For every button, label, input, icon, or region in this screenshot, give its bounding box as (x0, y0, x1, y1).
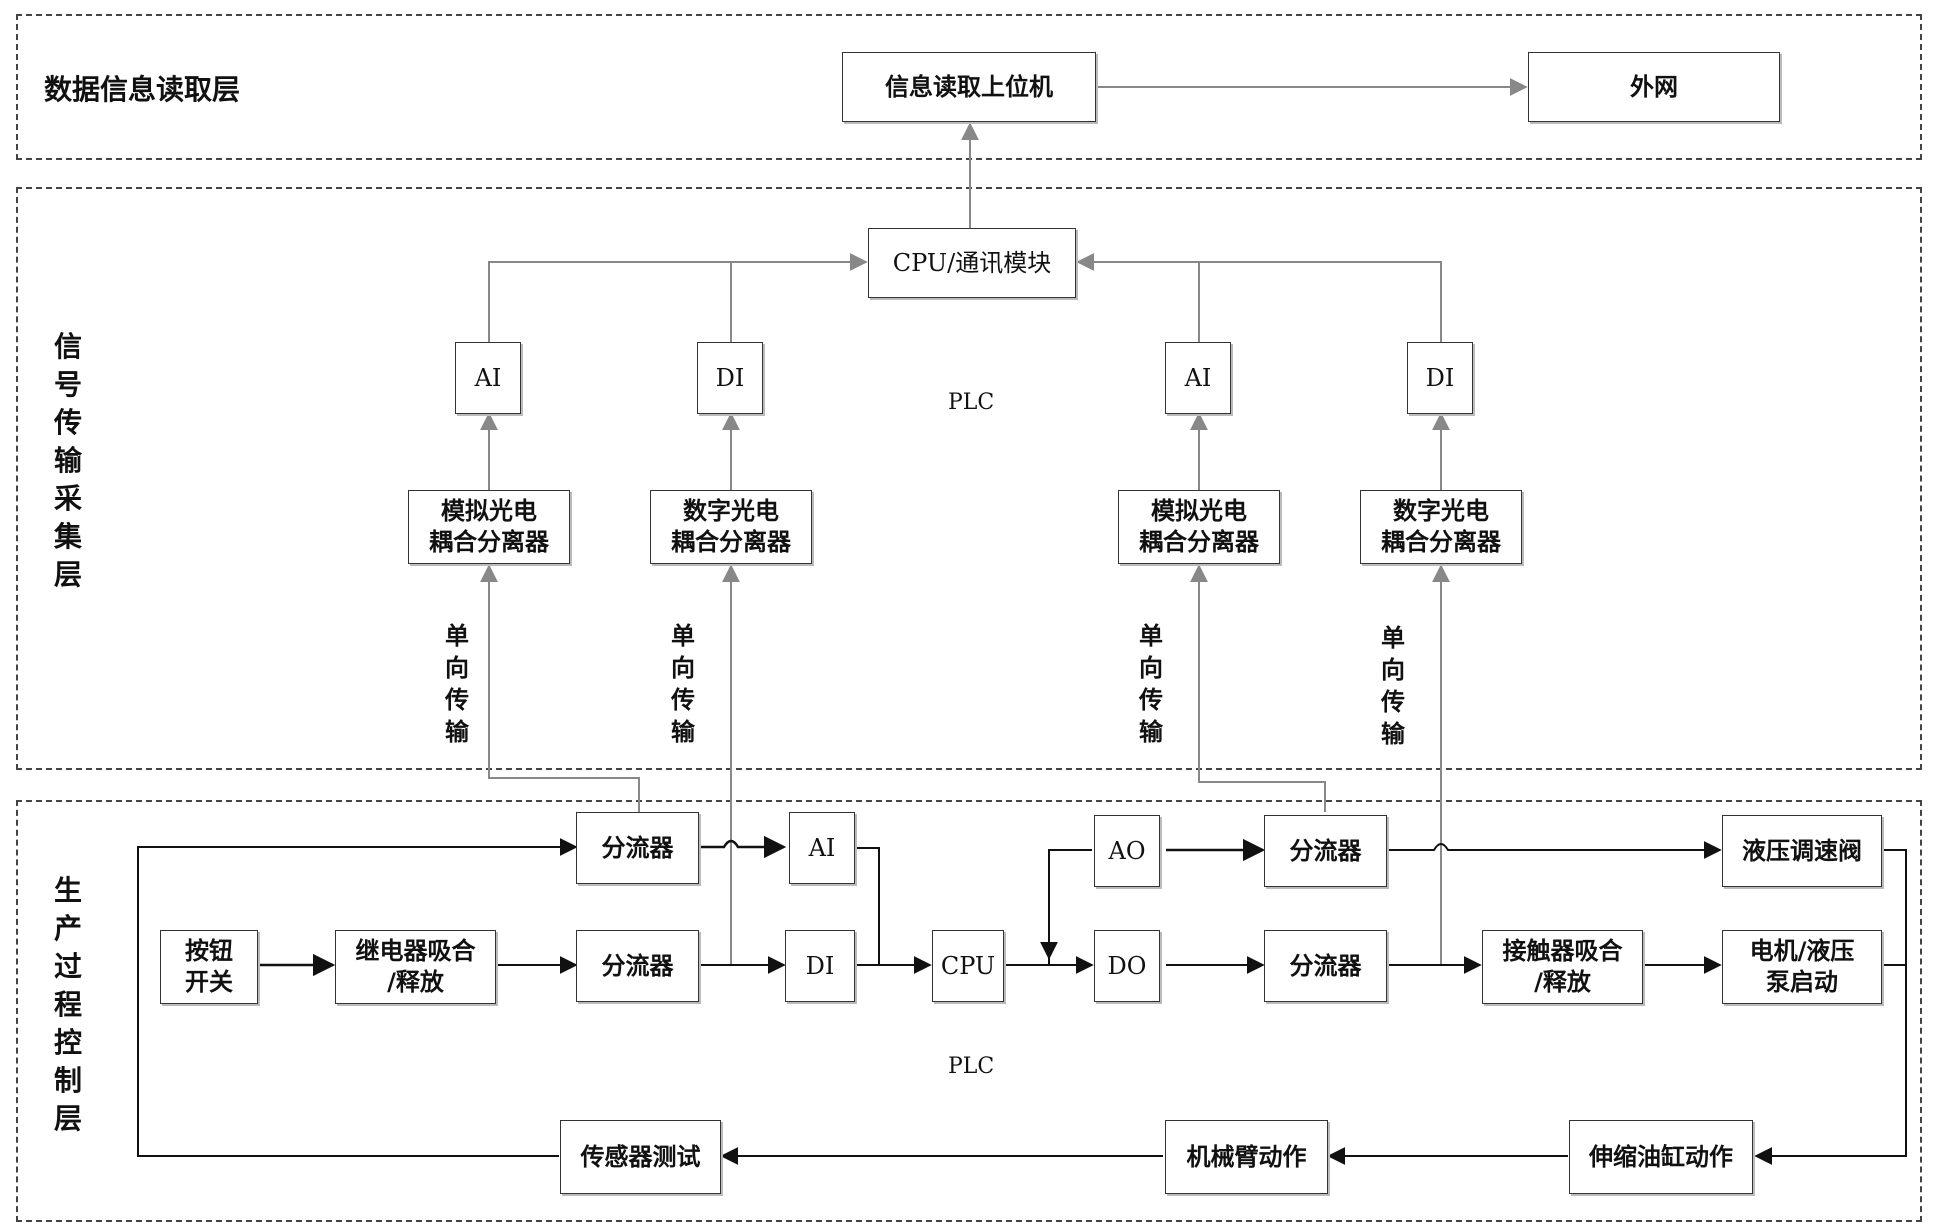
splitter-mid-left-box: 分流器 (576, 930, 699, 1002)
signal-ai-right-box: AI (1165, 342, 1231, 414)
signal-ai-left-box: AI (455, 342, 521, 414)
digital-coupler-left-box: 数字光电 耦合分离器 (650, 490, 812, 564)
splitter-top-left-box: 分流器 (576, 812, 699, 884)
motor-pump-box: 电机/液压 泵启动 (1722, 930, 1882, 1004)
production-plc-label: PLC (948, 1054, 995, 1079)
sensor-test-box: 传感器测试 (560, 1120, 721, 1194)
production-cpu-box: CPU (932, 930, 1004, 1002)
one-way-label-3: 单向传输 (1139, 622, 1163, 746)
one-way-label-1: 单向传输 (445, 622, 469, 746)
production-ai-box: AI (789, 812, 855, 884)
signal-di-left-box: DI (697, 342, 763, 414)
signal-di-right-box: DI (1407, 342, 1473, 414)
arm-action-box: 机械臂动作 (1165, 1120, 1328, 1194)
production-ao-box: AO (1094, 815, 1160, 887)
production-layer (16, 800, 1922, 1222)
analog-coupler-left-box: 模拟光电 耦合分离器 (408, 490, 570, 564)
external-network-box: 外网 (1528, 52, 1780, 122)
hydraulic-valve-box: 液压调速阀 (1722, 815, 1882, 887)
digital-coupler-right-box: 数字光电 耦合分离器 (1360, 490, 1522, 564)
signal-plc-label: PLC (948, 390, 995, 415)
splitter-mid-right-box: 分流器 (1264, 930, 1387, 1002)
one-way-label-4: 单向传输 (1381, 624, 1405, 748)
analog-coupler-right-box: 模拟光电 耦合分离器 (1118, 490, 1280, 564)
relay-box: 继电器吸合 /释放 (335, 930, 496, 1004)
cpu-comm-module-box: CPU/通讯模块 (868, 228, 1076, 298)
splitter-top-right-box: 分流器 (1264, 815, 1387, 887)
data-read-layer-title: 数据信息读取层 (44, 73, 241, 106)
one-way-label-2: 单向传输 (671, 622, 695, 746)
production-di-box: DI (785, 930, 855, 1002)
production-layer-title: 生产过 程控制 层 (53, 874, 82, 1135)
contactor-box: 接触器吸合 /释放 (1482, 930, 1643, 1004)
cylinder-action-box: 伸缩油缸动作 (1569, 1120, 1753, 1194)
button-switch-box: 按钮 开关 (160, 930, 258, 1004)
production-do-box: DO (1094, 930, 1160, 1002)
signal-layer-title: 信号传 输采集 层 (53, 330, 82, 591)
info-read-host-box: 信息读取上位机 (842, 52, 1096, 122)
